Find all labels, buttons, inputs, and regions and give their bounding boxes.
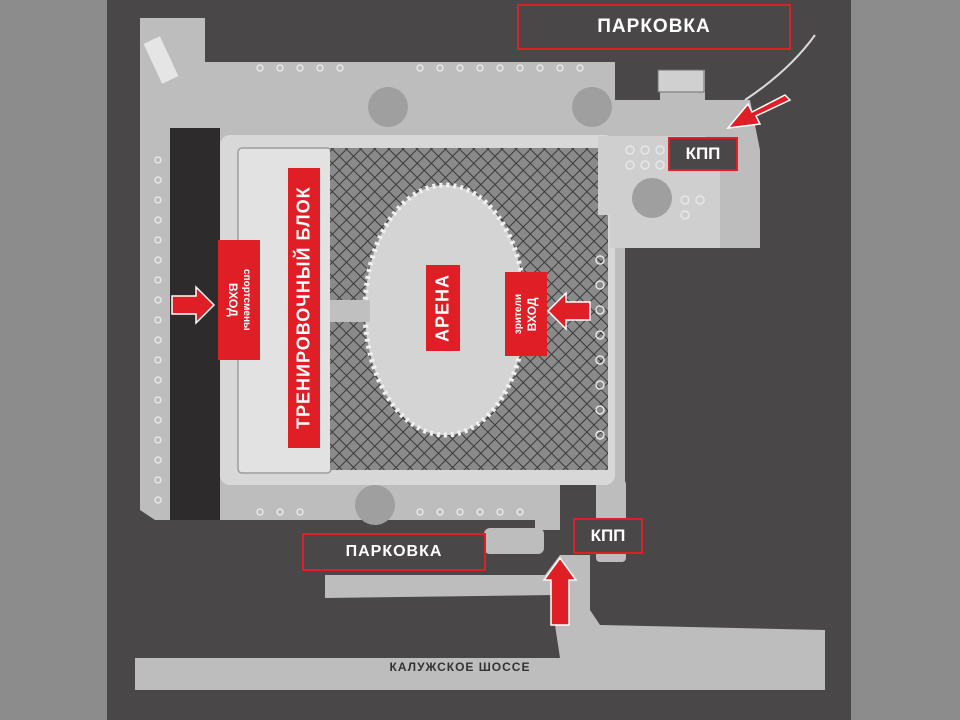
kiosk <box>143 36 179 84</box>
spectators-entrance-line1: ВХОД <box>525 297 539 331</box>
connector <box>330 300 370 322</box>
parking-top-label: ПАРКОВКА <box>517 4 791 50</box>
training-block-label: ТРЕНИРОВОЧНЫЙ БЛОК <box>288 168 320 448</box>
guard-house <box>657 69 705 93</box>
tree-icon <box>355 87 672 525</box>
athletes-entrance-sign: ВХОД спортсмены <box>218 240 260 360</box>
checkpoint-top-label: КПП <box>668 137 738 171</box>
athletes-entrance-line2: спортсмены <box>241 269 252 331</box>
left-frame <box>0 0 107 720</box>
highway-label: КАЛУЖСКОЕ ШОССЕ <box>389 660 531 674</box>
checkpoint-bottom-label: КПП <box>573 518 643 554</box>
arrow-icon <box>171 94 792 626</box>
arena-label: АРЕНА <box>426 265 460 351</box>
right-frame <box>851 0 960 720</box>
spectators-entrance-line2: зрители <box>513 293 524 335</box>
spectators-entrance-sign: ВХОД зрители <box>505 272 547 356</box>
dark-strip <box>170 128 220 520</box>
decor-dots <box>154 64 705 516</box>
athletes-entrance-line1: ВХОД <box>226 283 240 317</box>
access-path <box>744 34 816 101</box>
parking-bottom-label: ПАРКОВКА <box>302 533 486 571</box>
